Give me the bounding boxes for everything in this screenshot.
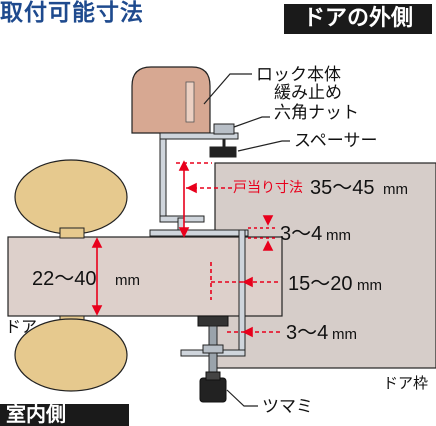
- unit-gap: mm: [326, 227, 351, 244]
- outside-side-tag: ドアの外側: [284, 4, 432, 34]
- bottom-nut: [202, 344, 224, 354]
- label-nut-line2: 六角ナット: [274, 103, 359, 122]
- spacer: [209, 146, 237, 158]
- upper-knob-neck: [59, 227, 85, 239]
- thumb-screw-knob: [199, 377, 227, 403]
- label-door: ドア: [5, 319, 37, 336]
- hex-nut: [213, 123, 235, 135]
- unit-gap2: mm: [332, 326, 357, 343]
- dim-door-arrow-up: [91, 237, 103, 248]
- unit-stop: mm: [383, 181, 408, 198]
- dim-gap-arrow-bot: [262, 240, 274, 251]
- inside-side-tag: 室内側: [0, 404, 129, 426]
- value-offset: 15〜20: [288, 273, 353, 295]
- label-stop: 戸当り寸法: [233, 179, 303, 195]
- bottom-pad: [197, 315, 229, 327]
- bracket-top: [159, 132, 239, 140]
- unit-door-thickness: mm: [115, 272, 140, 289]
- unit-offset: mm: [357, 277, 382, 294]
- label-lock-body: ロック本体: [256, 65, 341, 84]
- value-gap: 3〜4: [280, 223, 322, 245]
- leader-knob: [226, 389, 258, 407]
- value-stop: 35〜45: [310, 177, 375, 199]
- dim-offset-arrow: [242, 276, 253, 288]
- dim-stop-arrow-up: [178, 160, 190, 171]
- upper-knob: [14, 159, 128, 235]
- dim-gap2-arrow: [242, 326, 253, 338]
- label-door-frame: ドア枠: [383, 375, 428, 392]
- bracket-left: [159, 138, 167, 220]
- door-panel: [7, 236, 283, 317]
- label-knob: ツマミ: [262, 397, 313, 416]
- value-gap2: 3〜4: [286, 322, 328, 344]
- bracket-hook: [149, 229, 249, 237]
- leader-spacer: [237, 140, 290, 152]
- dim-stop-leader-arrow: [186, 182, 197, 194]
- value-door-thickness: 22〜40: [32, 268, 97, 290]
- page-title: 取付可能寸法: [0, 0, 144, 26]
- leader-lock-body: [203, 73, 252, 105]
- label-spacer: スペーサー: [294, 131, 377, 150]
- lock-body: [131, 66, 211, 134]
- thumb-screw-neck: [205, 371, 221, 381]
- dim-door-arrow-down: [91, 305, 103, 316]
- bracket-right: [238, 229, 246, 357]
- dim-gap-arrow-top: [262, 215, 274, 226]
- label-nut-line1: 緩み止め: [274, 83, 342, 102]
- lower-knob: [14, 318, 128, 392]
- dim-stop-arrow-down: [178, 227, 190, 238]
- leader-nut: [233, 116, 270, 128]
- lock-body-slot: [185, 81, 195, 123]
